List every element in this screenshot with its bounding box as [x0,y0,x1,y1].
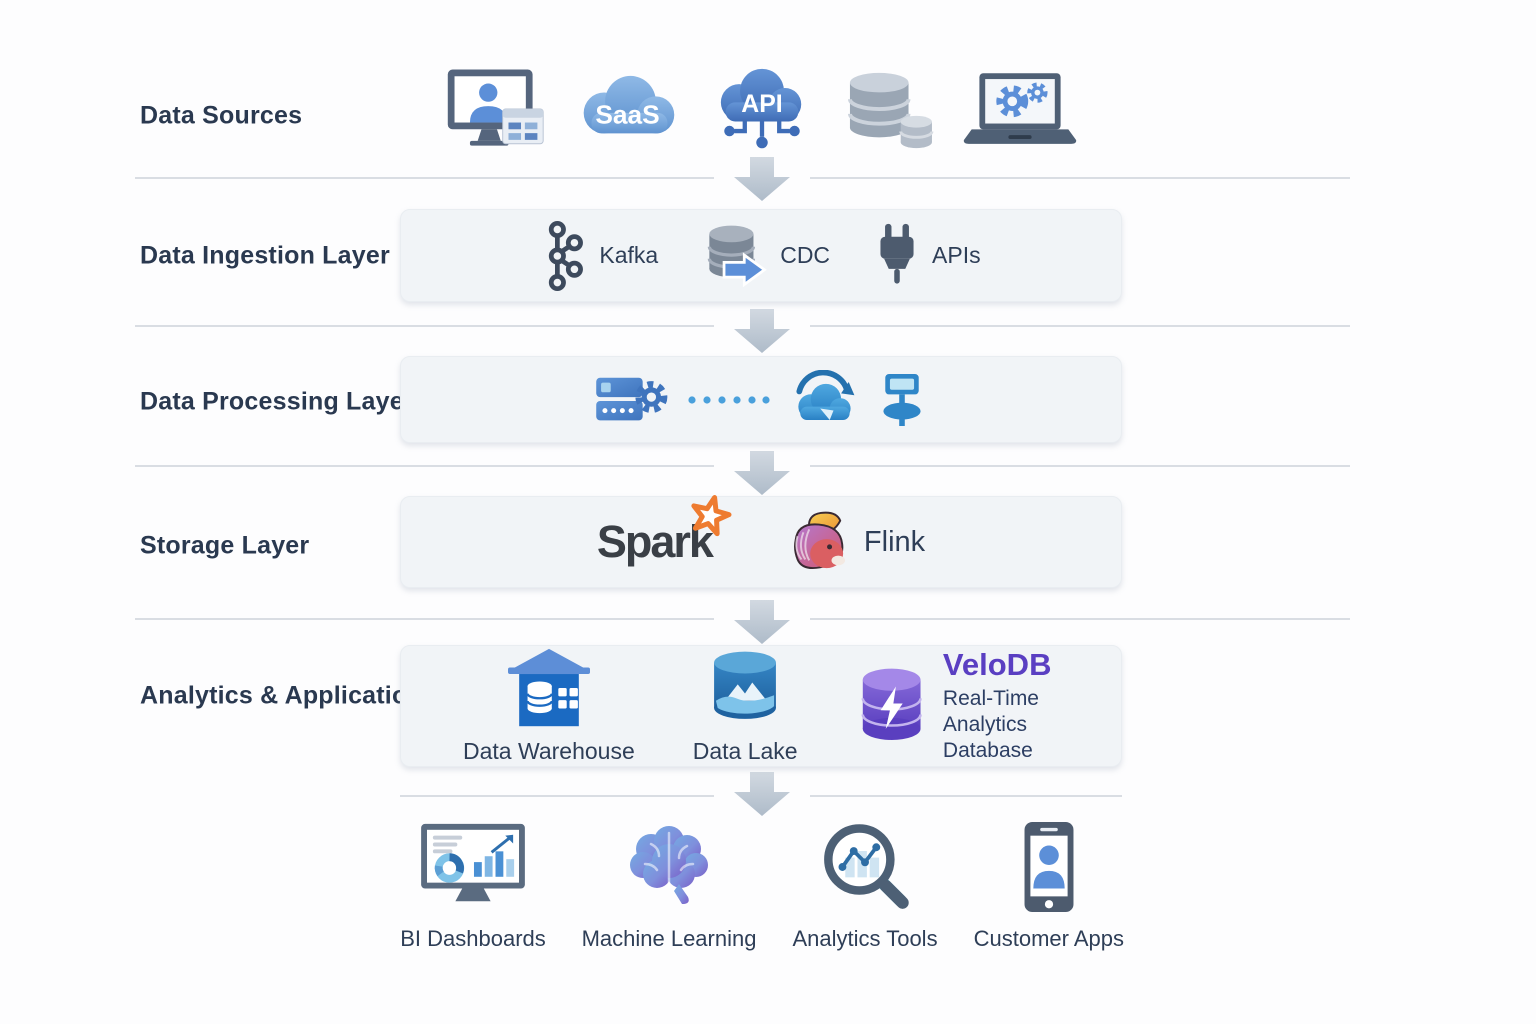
divider-line [135,325,714,327]
analytics-panel: Data Warehouse Data Lake [400,645,1122,767]
spark-logo: Spark [596,495,732,568]
output-label: Analytics Tools [792,926,938,951]
plug-icon [880,223,914,284]
output-label: Customer Apps [973,926,1124,951]
flink-label: Flink [863,525,926,558]
kafka-icon [549,220,584,291]
data-lake-icon [714,651,777,719]
ingestion-item-label: APIs [932,242,981,268]
down-arrow-icon [734,772,790,816]
row-label-ingestion: Data Ingestion Layer [140,241,390,270]
ingestion-item-label: CDC [780,242,831,268]
database-stack-icon [848,72,934,149]
output-customer-apps: Customer Apps [974,820,1124,952]
row-label-storage: Storage Layer [140,531,310,560]
output-analytics-tools: Analytics Tools [790,820,940,952]
velodb-subtitle-line1: Real-Time Analytics [942,686,1039,736]
divider-line [810,618,1350,620]
spark-star-icon [691,495,732,537]
outputs-row: BI Dashboards [398,820,1124,952]
ingestion-item-label: Kafka [599,242,659,268]
divider-line [135,618,714,620]
server-gear-icon [596,377,668,420]
velodb-cylinder-bolt-icon [861,668,922,740]
divider-line [810,325,1350,327]
processing-panel [400,356,1122,443]
saas-cloud-icon: SaaS [583,75,675,134]
data-warehouse-icon [507,648,590,727]
divider-line [135,465,714,467]
down-arrow-icon [734,157,790,201]
divider-line [810,795,1122,797]
output-bi-dashboards: BI Dashboards [398,820,548,952]
row-label-analytics: Analytics & Applications [140,681,437,710]
output-machine-learning: Machine Learning [581,820,757,952]
output-label: BI Dashboards [400,926,546,951]
machine-learning-brain-icon [630,826,709,904]
divider-line [810,177,1350,179]
cloud-sync-icon [796,369,855,420]
ingestion-item-kafka: Kafka [541,220,658,292]
bi-dashboard-icon [421,823,525,902]
down-arrow-icon [734,451,790,495]
divider-line [810,465,1350,467]
analytics-item-label: Data Lake [692,738,798,764]
row-label-processing: Data Processing Layer [140,387,414,416]
gear-icon [1027,82,1048,103]
velodb-subtitle-line2: Database [942,739,1033,763]
ingestion-item-cdc: CDC [702,221,830,291]
down-arrow-icon [734,309,790,353]
cdc-database-arrow-icon [707,225,768,287]
row-label-data-sources: Data Sources [140,101,303,130]
storage-panel: Spark [400,495,1122,588]
divider-line [135,177,714,179]
divider-line [400,795,714,797]
spark-wordmark: Spark [596,516,714,567]
output-label: Machine Learning [581,926,757,951]
analytics-item-label: Data Warehouse [463,738,635,764]
svg-text:SaaS: SaaS [595,100,659,130]
flink-logo-group: Flink [784,511,925,573]
analytics-item-data-warehouse: Data Warehouse [463,647,635,765]
magnifier-chart-icon [824,824,909,909]
dotted-flow-icon [688,395,770,404]
flink-squirrel-logo [793,511,845,570]
ingestion-panel: Kafka CDC [400,209,1122,302]
laptop-gears-icon [963,73,1077,144]
svg-text:API: API [741,90,782,118]
velodb-title: VeloDB [942,646,1052,682]
node-terminal-icon [883,373,921,426]
smartphone-user-icon [1024,821,1074,913]
data-sources-icons: SaaS API [442,60,1078,160]
analytics-item-data-lake: Data Lake [693,647,798,765]
workstation-user-icon [447,69,544,146]
analytics-item-velodb: VeloDB Real-Time Analytics Database [856,646,1121,765]
velodb-text-block: VeloDB Real-Time Analytics Database [942,646,1121,765]
api-cloud-icon: API [720,68,802,149]
ingestion-item-apis: APIs [874,222,981,290]
gear-icon [996,85,1029,118]
down-arrow-icon [734,600,790,644]
